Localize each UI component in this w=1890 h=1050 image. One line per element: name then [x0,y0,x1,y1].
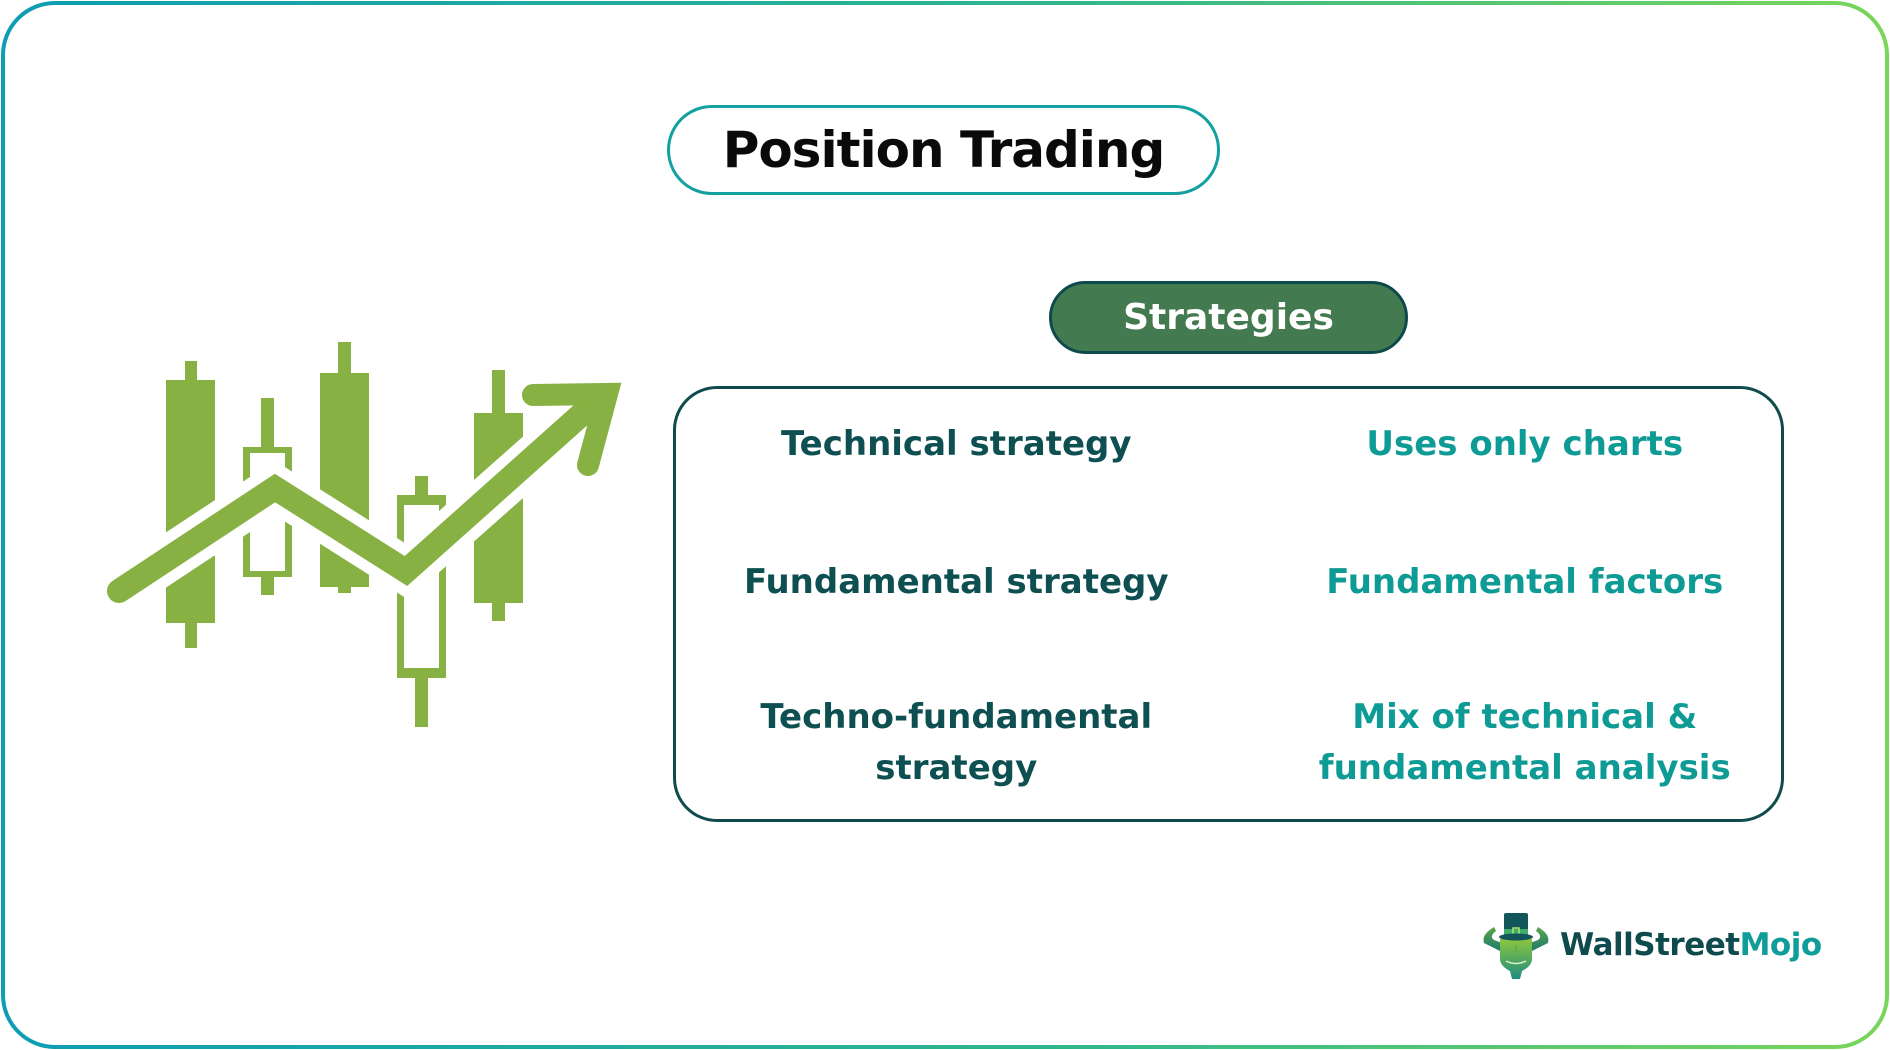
strategy-description: Uses only charts [1229,419,1782,470]
strategy-row: Fundamental strategy Fundamental factors [676,557,1781,608]
strategies-label: Strategies [1123,297,1334,338]
strategy-name-line: Technical strategy [780,424,1132,464]
strategy-row: Techno-fundamental strategy Mix of techn… [676,692,1781,794]
strategy-name: Technical strategy [676,419,1229,470]
strategies-label-pill: Strategies [1049,281,1408,354]
logo-text-mojo: Mojo [1739,927,1823,963]
strategy-name-line: strategy [875,748,1038,788]
strategy-name-line: Fundamental strategy [743,562,1169,602]
strategies-table: Technical strategy Uses only charts Fund… [673,386,1784,822]
title-pill: Position Trading [667,105,1220,195]
strategy-description-line: fundamental analysis [1318,748,1731,788]
strategy-description-line: Mix of technical & [1352,697,1698,737]
bull-top-hat-logo-icon [1483,913,1549,979]
strategy-description: Fundamental factors [1229,557,1782,608]
wallstreetmojo-logo: WallStreetMojo [1480,910,1822,980]
strategy-name: Fundamental strategy [676,557,1229,608]
strategy-description: Mix of technical & fundamental analysis [1229,692,1782,794]
logo-wordmark: WallStreetMojo [1560,927,1822,963]
strategy-row: Technical strategy Uses only charts [676,419,1781,470]
strategy-description-line: Uses only charts [1366,424,1684,464]
page-title: Position Trading [722,121,1166,179]
strategy-name-line: Techno-fundamental [760,697,1153,737]
candlestick-chart-uptrend-icon [106,342,622,727]
strategy-description-line: Fundamental factors [1326,562,1724,602]
strategy-name: Techno-fundamental strategy [676,692,1229,794]
logo-text-wallstreet: WallStreet [1560,927,1740,963]
